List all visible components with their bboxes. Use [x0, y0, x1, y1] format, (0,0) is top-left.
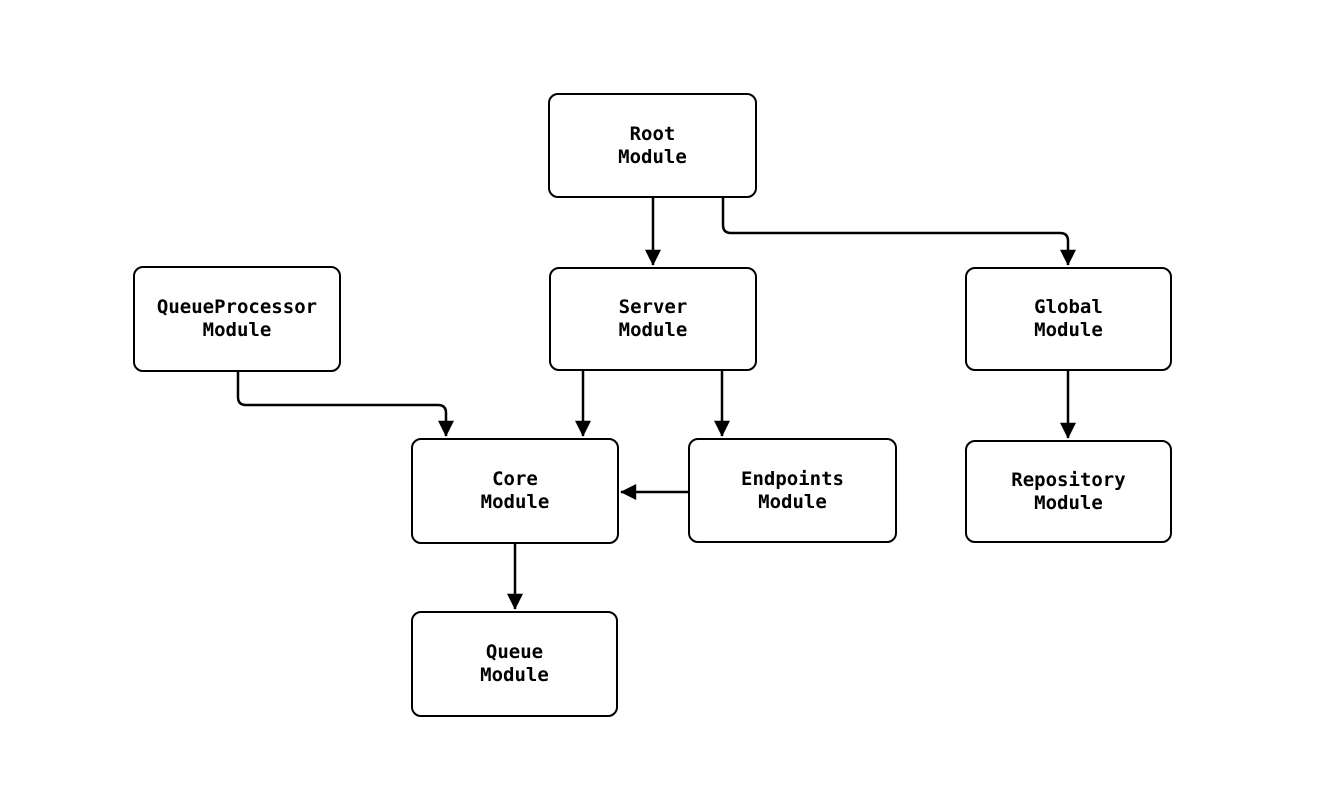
node-label-line: Root: [629, 122, 676, 145]
node-label-line: Server: [618, 296, 688, 318]
node-label-line: Module: [618, 145, 687, 168]
edge-root-to-global: [721, 198, 1077, 266]
node-label-line: Endpoints: [741, 467, 844, 490]
node-label-line: Module: [202, 319, 272, 341]
node-label-line: Core: [492, 468, 538, 490]
node-label-line: Module: [1034, 491, 1103, 514]
node-label-line: Global: [1034, 296, 1103, 318]
node-label-line: QueueProcessor: [156, 296, 318, 318]
node-label-line: Repository: [1011, 468, 1126, 491]
edge-queueprocessor-to-core: [236, 372, 455, 437]
node-label-line: Module: [1034, 319, 1103, 341]
node-label-line: Module: [480, 491, 550, 513]
node-label-line: Module: [618, 319, 688, 341]
node-label-line: Module: [480, 664, 549, 686]
node-label-line: Queue: [485, 641, 544, 663]
node-label-line: Module: [758, 490, 827, 513]
